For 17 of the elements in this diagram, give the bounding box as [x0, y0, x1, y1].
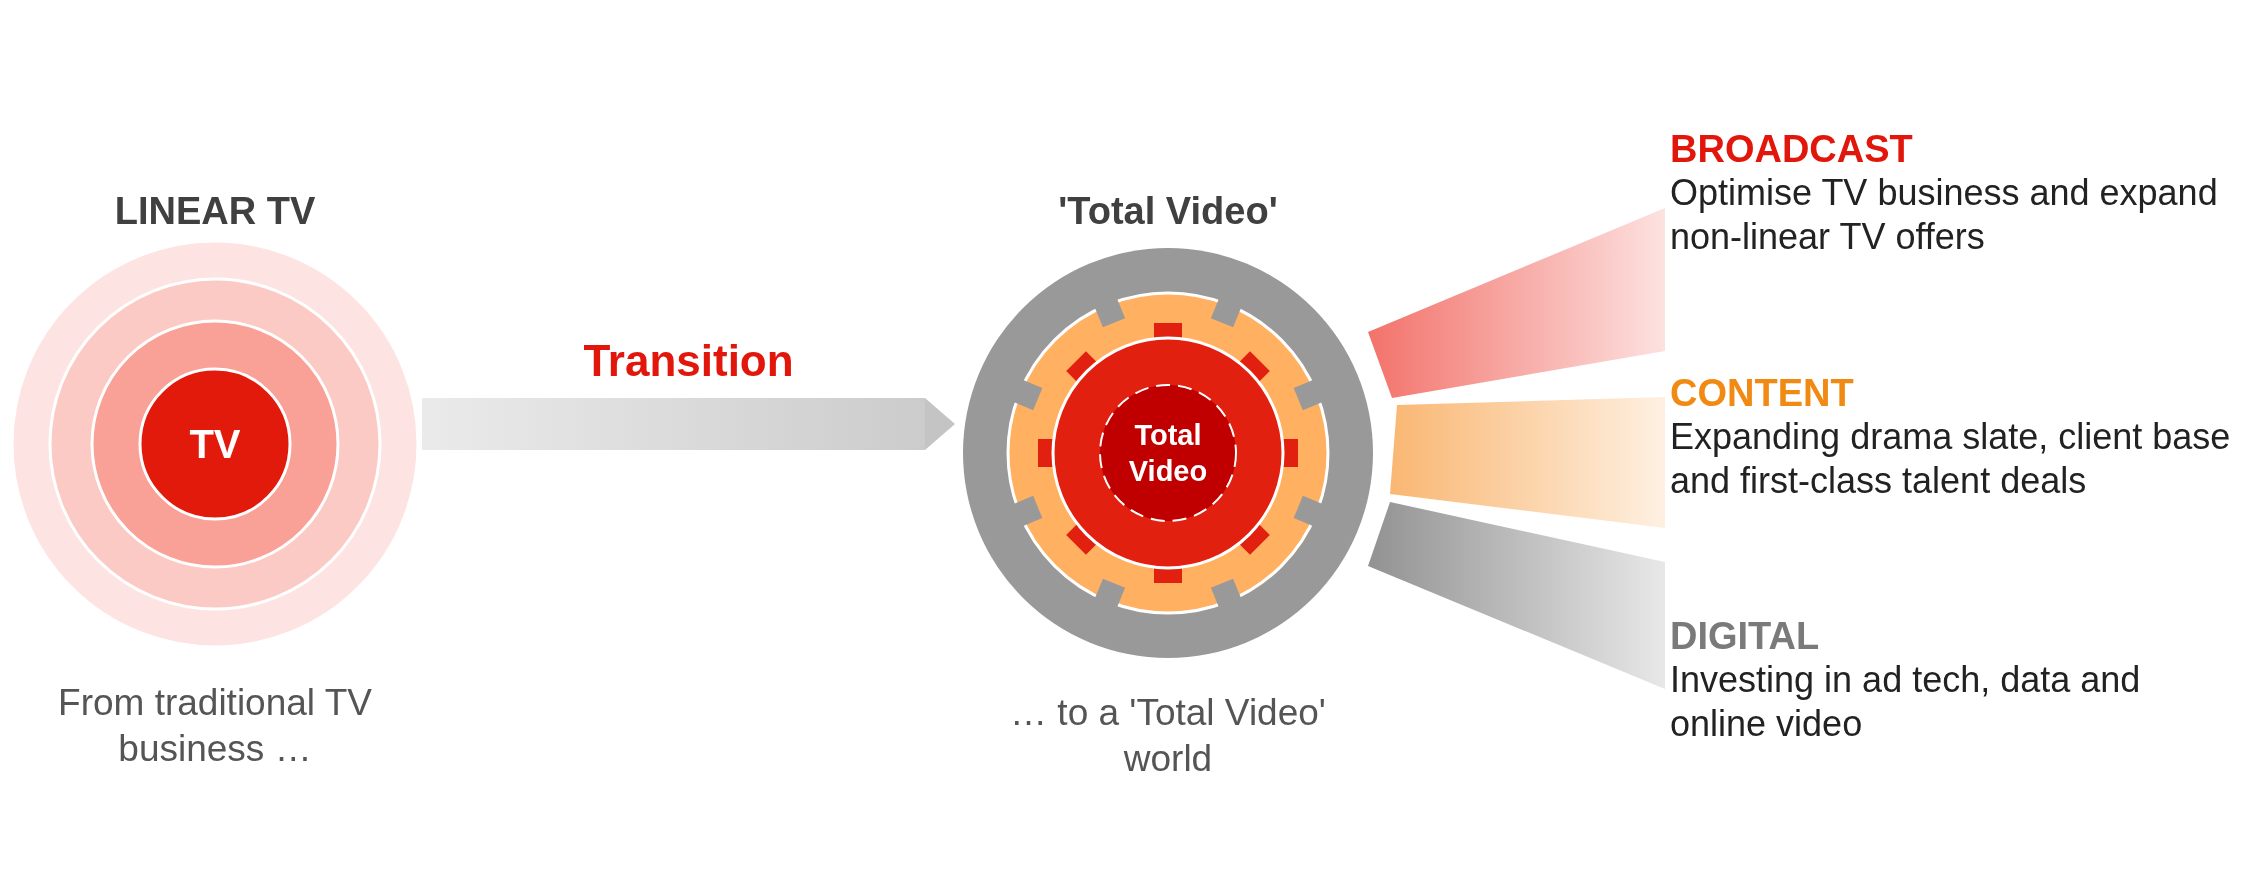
description-text: Optimise TV business and expand non-linear TV offers — [1670, 171, 2219, 259]
edge-label: Transition — [583, 336, 794, 385]
chevron-arrow — [422, 398, 955, 450]
circle-label: TV — [188, 421, 242, 468]
node-label: … to a 'Total Video' world — [1009, 691, 1327, 781]
light-beam — [1390, 397, 1665, 528]
heading: LINEAR TV — [113, 190, 317, 233]
light-beam — [1368, 502, 1665, 689]
light-beam — [1368, 208, 1665, 398]
description-text: Investing in ad tech, data and online video — [1670, 658, 2142, 746]
section-heading: BROADCAST — [1670, 128, 1913, 171]
section-heading: DIGITAL — [1670, 615, 1820, 658]
section-heading: CONTENT — [1670, 372, 1854, 415]
circle-label: Total Video — [1127, 417, 1209, 489]
node-label: From traditional TV business … — [57, 681, 373, 771]
description-text: Expanding drama slate, client base and first-class talent deals — [1670, 415, 2232, 503]
heading: 'Total Video' — [1057, 190, 1279, 233]
